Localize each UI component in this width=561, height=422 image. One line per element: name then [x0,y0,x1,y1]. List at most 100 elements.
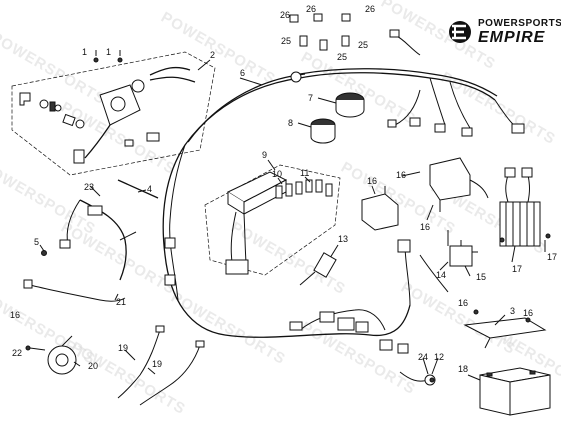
connector [434,123,446,133]
sensor-13 [313,252,337,278]
switch-cap [131,79,145,93]
battery-terminal [529,370,536,375]
screw-icon [473,309,479,315]
leader-line [439,261,449,271]
ee-monogram-icon [449,21,471,43]
part-4-tie [117,179,159,199]
rectifier-wire [505,174,509,203]
callout-15: 15 [476,272,486,282]
callout-19: 19 [152,359,162,369]
cdi-unit [429,157,471,201]
callout-25: 25 [358,40,368,50]
callout-24: 24 [418,352,428,362]
screw-icon [93,57,99,63]
harness-branch [169,219,179,301]
connector [461,127,473,137]
lead-wire-19 [117,329,161,399]
nut [62,113,76,127]
rubber-sleeve-7 [335,100,365,118]
callout-8: 8 [288,118,293,128]
leader-line [329,244,339,259]
connector [23,279,33,289]
callout-16: 16 [458,298,468,308]
relay-15 [449,245,473,267]
battery-strap [463,317,547,339]
leader-line [197,59,211,71]
part-21-subharness [23,199,137,302]
callout-17: 17 [512,264,522,274]
leader-line [137,189,147,193]
switch-wire [149,76,196,83]
leader-line [464,265,471,277]
lock-washer [54,104,62,112]
screw-icon [545,233,551,239]
callout-7: 7 [308,93,313,103]
callout-25: 25 [337,52,347,62]
callout-23: 23 [84,182,94,192]
callout-22: 22 [12,348,22,358]
part-20-horn [25,335,77,375]
battery-terminal [486,372,493,377]
callout-26: 26 [280,10,290,20]
harness-lower-loop [299,309,386,331]
strap-tab [484,337,491,349]
clip-26 [289,14,299,23]
fuse-box-group [204,164,341,276]
fuse [315,179,323,193]
sensor-wire [299,271,316,286]
leader-line [239,77,263,86]
battery-side [509,374,551,416]
leader-lines [73,59,546,381]
watermark-text: POWERSPORTS [0,29,109,108]
leader-line [304,176,311,183]
leader-line [371,185,376,195]
leader-line [114,293,119,301]
callout-2: 2 [210,50,215,60]
connector-block [337,317,355,331]
callout-16: 16 [396,170,406,180]
fuse [295,181,303,195]
part-16-regulator [361,157,489,231]
fuse-wire [243,213,247,263]
leader-line [426,204,434,221]
fuse-box-connector [225,259,249,275]
group-outline-9 [204,164,341,276]
harness-branch [169,144,186,221]
callout-5: 5 [34,237,39,247]
horn-center [55,353,69,367]
leader-line [401,171,421,177]
callout-17: 17 [547,252,557,262]
key-cylinder-washer [39,99,49,109]
fuse [305,179,313,193]
connector [409,117,421,127]
small-part [124,139,134,147]
callout-9: 9 [262,150,267,160]
cable-tie-4 [117,179,159,199]
connector [59,239,71,249]
lead-wire-19 [139,344,201,406]
callout-1: 1 [106,47,111,57]
callout-1: 1 [82,47,87,57]
screw-icon [525,317,531,323]
cdi-wire [469,179,489,199]
callout-10: 10 [272,169,282,179]
rectifier-connector [521,167,533,178]
watermark-text: POWERSPORTS [158,9,279,88]
callouts: 1 1 2 3 4 5 6 7 8 9 10 11 12 13 14 15 16… [10,4,557,374]
harness-branch [429,77,446,126]
connector [389,29,400,38]
key-plate [19,92,31,106]
sub-harness-branch [29,284,126,302]
part-14-15-relay [447,230,478,267]
screw-icon [117,57,123,63]
connector-block [289,321,303,331]
clip-26 [313,13,323,22]
switch-cable [84,124,111,159]
callout-16: 16 [10,310,20,320]
part-25-26-clips [289,13,351,51]
callout-16: 16 [523,308,533,318]
callout-16: 16 [367,176,377,186]
clip-26 [341,13,351,22]
